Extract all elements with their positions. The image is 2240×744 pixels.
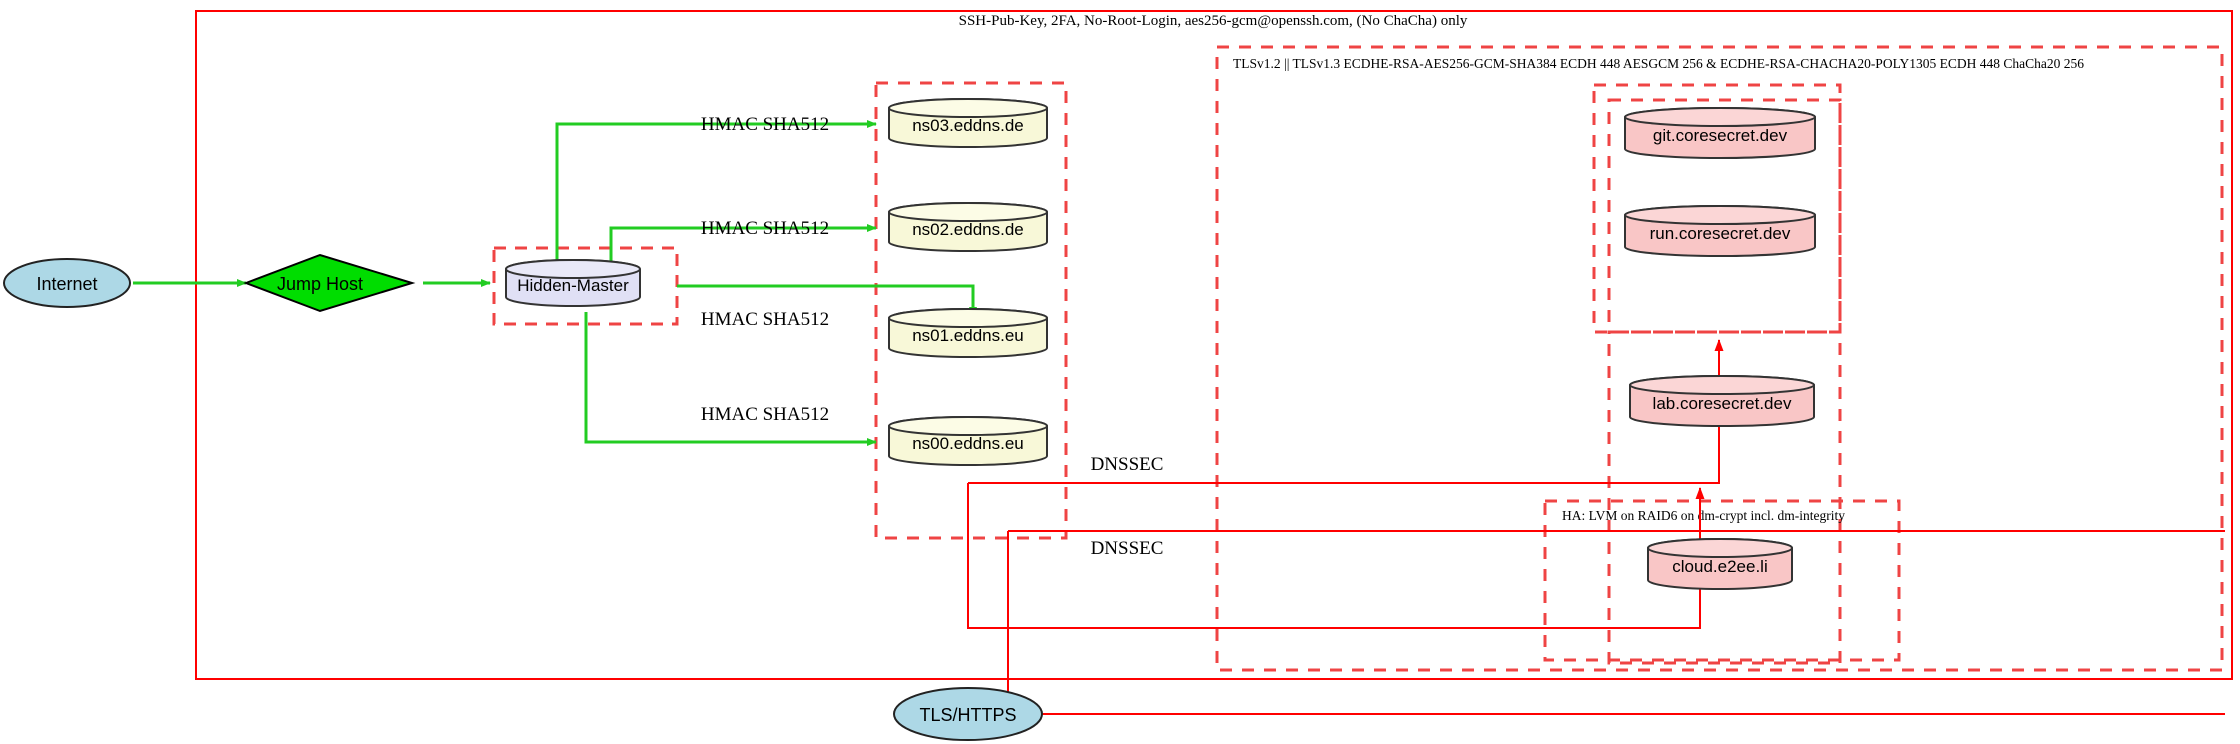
node-cloud-e2ee-label: cloud.e2ee.li bbox=[1672, 557, 1767, 576]
node-hidden-master-label: Hidden-Master bbox=[517, 276, 629, 295]
edge-hidden-master-to-ns02 bbox=[609, 224, 877, 266]
edge-label-hmac-ns01: HMAC SHA512 bbox=[701, 309, 829, 330]
node-lab-coresecret[interactable]: lab.coresecret.dev bbox=[1629, 375, 1815, 427]
cluster-outer-ssh-boundary bbox=[195, 10, 2233, 680]
cluster-ha-boundary bbox=[1543, 499, 1901, 662]
cluster-nameservers-boundary bbox=[874, 81, 1068, 540]
node-ns01[interactable]: ns01.eddns.eu bbox=[888, 308, 1048, 358]
node-ns03-label: ns03.eddns.de bbox=[912, 116, 1024, 135]
edge-tls-https-to-cloud bbox=[1007, 530, 2225, 715]
edge-hidden-master-to-ns01 bbox=[677, 284, 977, 317]
edge-label-hmac-ns00: HMAC SHA512 bbox=[701, 404, 829, 425]
node-lab-coresecret-label: lab.coresecret.dev bbox=[1653, 394, 1792, 413]
node-tls-https[interactable]: TLS/HTTPS bbox=[893, 687, 1043, 741]
node-internet[interactable]: Internet bbox=[3, 258, 131, 308]
node-run-coresecret[interactable]: run.coresecret.dev bbox=[1624, 205, 1816, 257]
edge-dnssec-upper-to-coresecret bbox=[967, 483, 1705, 629]
node-git-coresecret-label: git.coresecret.dev bbox=[1653, 126, 1788, 145]
edge-label-hmac-ns03: HMAC SHA512 bbox=[701, 114, 829, 135]
node-hidden-master[interactable]: Hidden-Master bbox=[505, 259, 641, 307]
node-ns00[interactable]: ns00.eddns.eu bbox=[888, 416, 1048, 466]
edge-dnssec-upper-to-lab bbox=[968, 339, 1724, 484]
edge-label-dnssec-upper: DNSSEC bbox=[1091, 454, 1164, 475]
node-ns02[interactable]: ns02.eddns.de bbox=[888, 202, 1048, 252]
node-internet-label: Internet bbox=[36, 274, 97, 294]
edge-hidden-master-to-ns00 bbox=[584, 312, 877, 446]
cluster-tls-label: TLSv1.2 || TLSv1.3 ECDHE-RSA-AES256-GCM-… bbox=[1233, 56, 2084, 71]
edge-label-hmac-ns02: HMAC SHA512 bbox=[701, 218, 829, 239]
edge-label-dnssec-lower: DNSSEC bbox=[1091, 538, 1164, 559]
cluster-outer-label: SSH-Pub-Key, 2FA, No-Root-Login, aes256-… bbox=[959, 13, 1468, 29]
node-cloud-e2ee[interactable]: cloud.e2ee.li bbox=[1647, 538, 1793, 590]
node-jump-host[interactable]: Jump Host bbox=[243, 253, 416, 313]
node-ns00-label: ns00.eddns.eu bbox=[912, 434, 1024, 453]
node-jump-host-label: Jump Host bbox=[277, 274, 363, 294]
cluster-lab-boundary bbox=[1607, 330, 1842, 665]
edge-hidden-master-to-ns03 bbox=[555, 120, 877, 266]
node-ns03[interactable]: ns03.eddns.de bbox=[888, 98, 1048, 148]
node-ns02-label: ns02.eddns.de bbox=[912, 220, 1024, 239]
node-run-coresecret-label: run.coresecret.dev bbox=[1650, 224, 1791, 243]
node-tls-https-label: TLS/HTTPS bbox=[919, 705, 1016, 725]
node-git-coresecret[interactable]: git.coresecret.dev bbox=[1624, 107, 1816, 159]
node-ns01-label: ns01.eddns.eu bbox=[912, 326, 1024, 345]
cluster-ha-label: HA: LVM on RAID6 on dm-crypt incl. dm-in… bbox=[1562, 508, 1845, 523]
cluster-coresecret-outer-boundary bbox=[1592, 83, 1842, 334]
